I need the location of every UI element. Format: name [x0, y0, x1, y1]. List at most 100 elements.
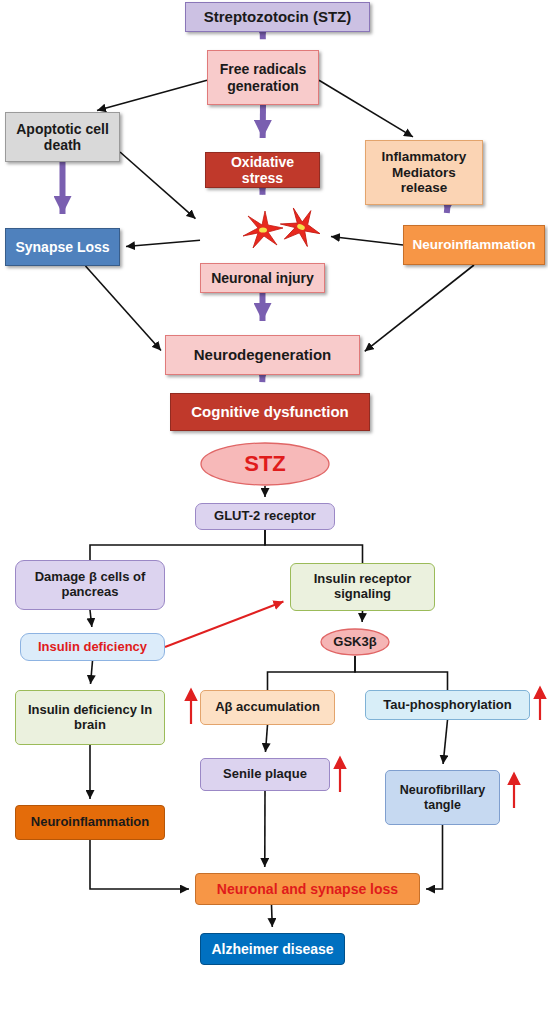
- process-box: Cognitive dysfunction: [170, 393, 370, 431]
- flow-arrow: [264, 791, 266, 867]
- node-text: Synapse Loss: [11, 239, 113, 255]
- flow-arrow: [260, 188, 266, 195]
- process-box: Neuroinflammation: [403, 225, 545, 265]
- text-group: Synapse Loss: [11, 239, 113, 255]
- process-box: Apoptotic cell death: [5, 112, 120, 162]
- node-text: Neuroinflammation: [408, 237, 539, 253]
- node-text: Insulin receptor signaling: [291, 572, 434, 602]
- text-group: Cognitive dysfunction: [187, 403, 353, 420]
- text-group: Aβ accumulation: [211, 700, 324, 715]
- process-box: Neurodegeneration: [165, 335, 360, 375]
- process-box: Damage β cells of pancreas: [15, 560, 165, 610]
- neuron-cell: [243, 211, 283, 248]
- flow-arrow: [165, 602, 283, 647]
- process-box: Inflammatory Mediators release: [365, 140, 483, 205]
- flow-arrow: [268, 656, 356, 690]
- text-group: Streptozotocin (STZ): [200, 8, 355, 25]
- text-group: Neuronal and synapse loss: [213, 881, 402, 897]
- text-group: Neuronal injury: [200, 263, 325, 293]
- flow-arrow: [355, 656, 448, 690]
- flow-arrow: [91, 661, 93, 684]
- process-box: Tau-phosphorylation: [365, 690, 530, 720]
- node-text: Damage β cells of pancreas: [16, 570, 164, 600]
- text-group: Tau-phosphorylation: [379, 698, 515, 713]
- flow-arrow: [365, 265, 474, 351]
- process-box: Aβ accumulation: [200, 690, 335, 725]
- flow-arrow: [264, 486, 266, 497]
- increase-arrow: [513, 782, 515, 808]
- increase-arrow: [190, 698, 192, 724]
- text-group: GSK3β: [329, 635, 380, 650]
- node-text: Insulin deficiency In brain: [16, 703, 164, 733]
- process-box: Insulin receptor signaling: [290, 563, 435, 611]
- flow-arrow: [90, 610, 92, 627]
- increase-arrow: [339, 766, 341, 792]
- text-group: Free radicals generation: [208, 61, 318, 93]
- process-box: Neurofibrillary tangle: [385, 770, 500, 825]
- text-group: GLUT-2 receptor: [210, 509, 320, 524]
- process-box: Insulin deficiency: [20, 633, 165, 661]
- node-text: Alzheimer disease: [207, 941, 337, 957]
- node-text: Senile plaque: [219, 767, 311, 782]
- process-box: Oxidative stress: [205, 152, 320, 188]
- neuron-cell: [275, 201, 327, 251]
- node-text: Oxidative stress: [206, 154, 319, 186]
- node-text: Insulin deficiency: [34, 640, 151, 655]
- process-box: Insulin deficiency In brain: [15, 690, 165, 745]
- process-box: Senile plaque: [200, 758, 330, 791]
- flow-arrow: [443, 720, 447, 764]
- node-text: Apoptotic cell death: [6, 121, 119, 153]
- flow-arrow: [444, 205, 451, 213]
- neuron-box: Neuronal injury: [200, 205, 325, 293]
- node-text: Aβ accumulation: [211, 700, 324, 715]
- text-group: Neurofibrillary tangle: [386, 783, 499, 812]
- text-group: Inflammatory Mediators release: [366, 149, 482, 196]
- increase-arrow-head: [509, 774, 519, 784]
- increase-arrow: [539, 696, 541, 720]
- text-group: Neuroinflammation: [408, 237, 539, 253]
- process-box: GLUT-2 receptor: [195, 503, 335, 530]
- text-group: Apoptotic cell death: [6, 121, 119, 153]
- ellipse-shape: [321, 629, 389, 655]
- flow-arrow: [265, 725, 267, 752]
- text-group: Insulin deficiency In brain: [16, 703, 164, 733]
- flow-arrow: [260, 32, 266, 39]
- node-text: GSK3β: [329, 635, 380, 650]
- text-group: Senile plaque: [219, 767, 311, 782]
- flow-arrow: [90, 530, 265, 560]
- node-text: GLUT-2 receptor: [210, 509, 320, 524]
- text-group: Insulin deficiency: [34, 640, 151, 655]
- increase-arrow-head: [335, 758, 345, 768]
- process-box: Streptozotocin (STZ): [185, 2, 370, 32]
- ellipse-shape: [201, 443, 329, 485]
- node-text: Free radicals generation: [208, 61, 318, 93]
- flow-arrow: [361, 611, 363, 622]
- text-group: Insulin receptor signaling: [291, 572, 434, 602]
- node-text: STZ: [240, 451, 290, 476]
- flow-arrow: [271, 905, 273, 927]
- node-text: Neuronal injury: [207, 270, 318, 286]
- flow-arrow: [120, 152, 196, 219]
- flow-arrow: [331, 237, 403, 245]
- text-group: Neurodegeneration: [190, 346, 336, 363]
- start-ellipse: STZ: [200, 442, 330, 486]
- process-box: Neuroinflammation: [15, 805, 165, 840]
- node-text: Neurodegeneration: [190, 346, 336, 363]
- text-group: STZ: [240, 451, 290, 476]
- flow-arrow: [90, 840, 189, 889]
- flow-arrow: [259, 375, 265, 382]
- node-text: Streptozotocin (STZ): [200, 8, 355, 25]
- flow-arrow: [426, 825, 443, 889]
- increase-arrow-head: [186, 690, 196, 700]
- text-group: Neuroinflammation: [27, 815, 153, 830]
- flow-arrow: [60, 162, 66, 214]
- node-text: Neuronal and synapse loss: [213, 881, 402, 897]
- flow-arrow: [319, 80, 413, 137]
- increase-arrow-head: [535, 688, 545, 698]
- flow-arrow: [126, 240, 200, 246]
- neuron-illustration: [243, 201, 327, 251]
- process-box: Neuronal and synapse loss: [195, 873, 420, 905]
- text-group: Alzheimer disease: [207, 941, 337, 957]
- outcome-box: Alzheimer disease: [200, 933, 345, 965]
- node-text: Tau-phosphorylation: [379, 698, 515, 713]
